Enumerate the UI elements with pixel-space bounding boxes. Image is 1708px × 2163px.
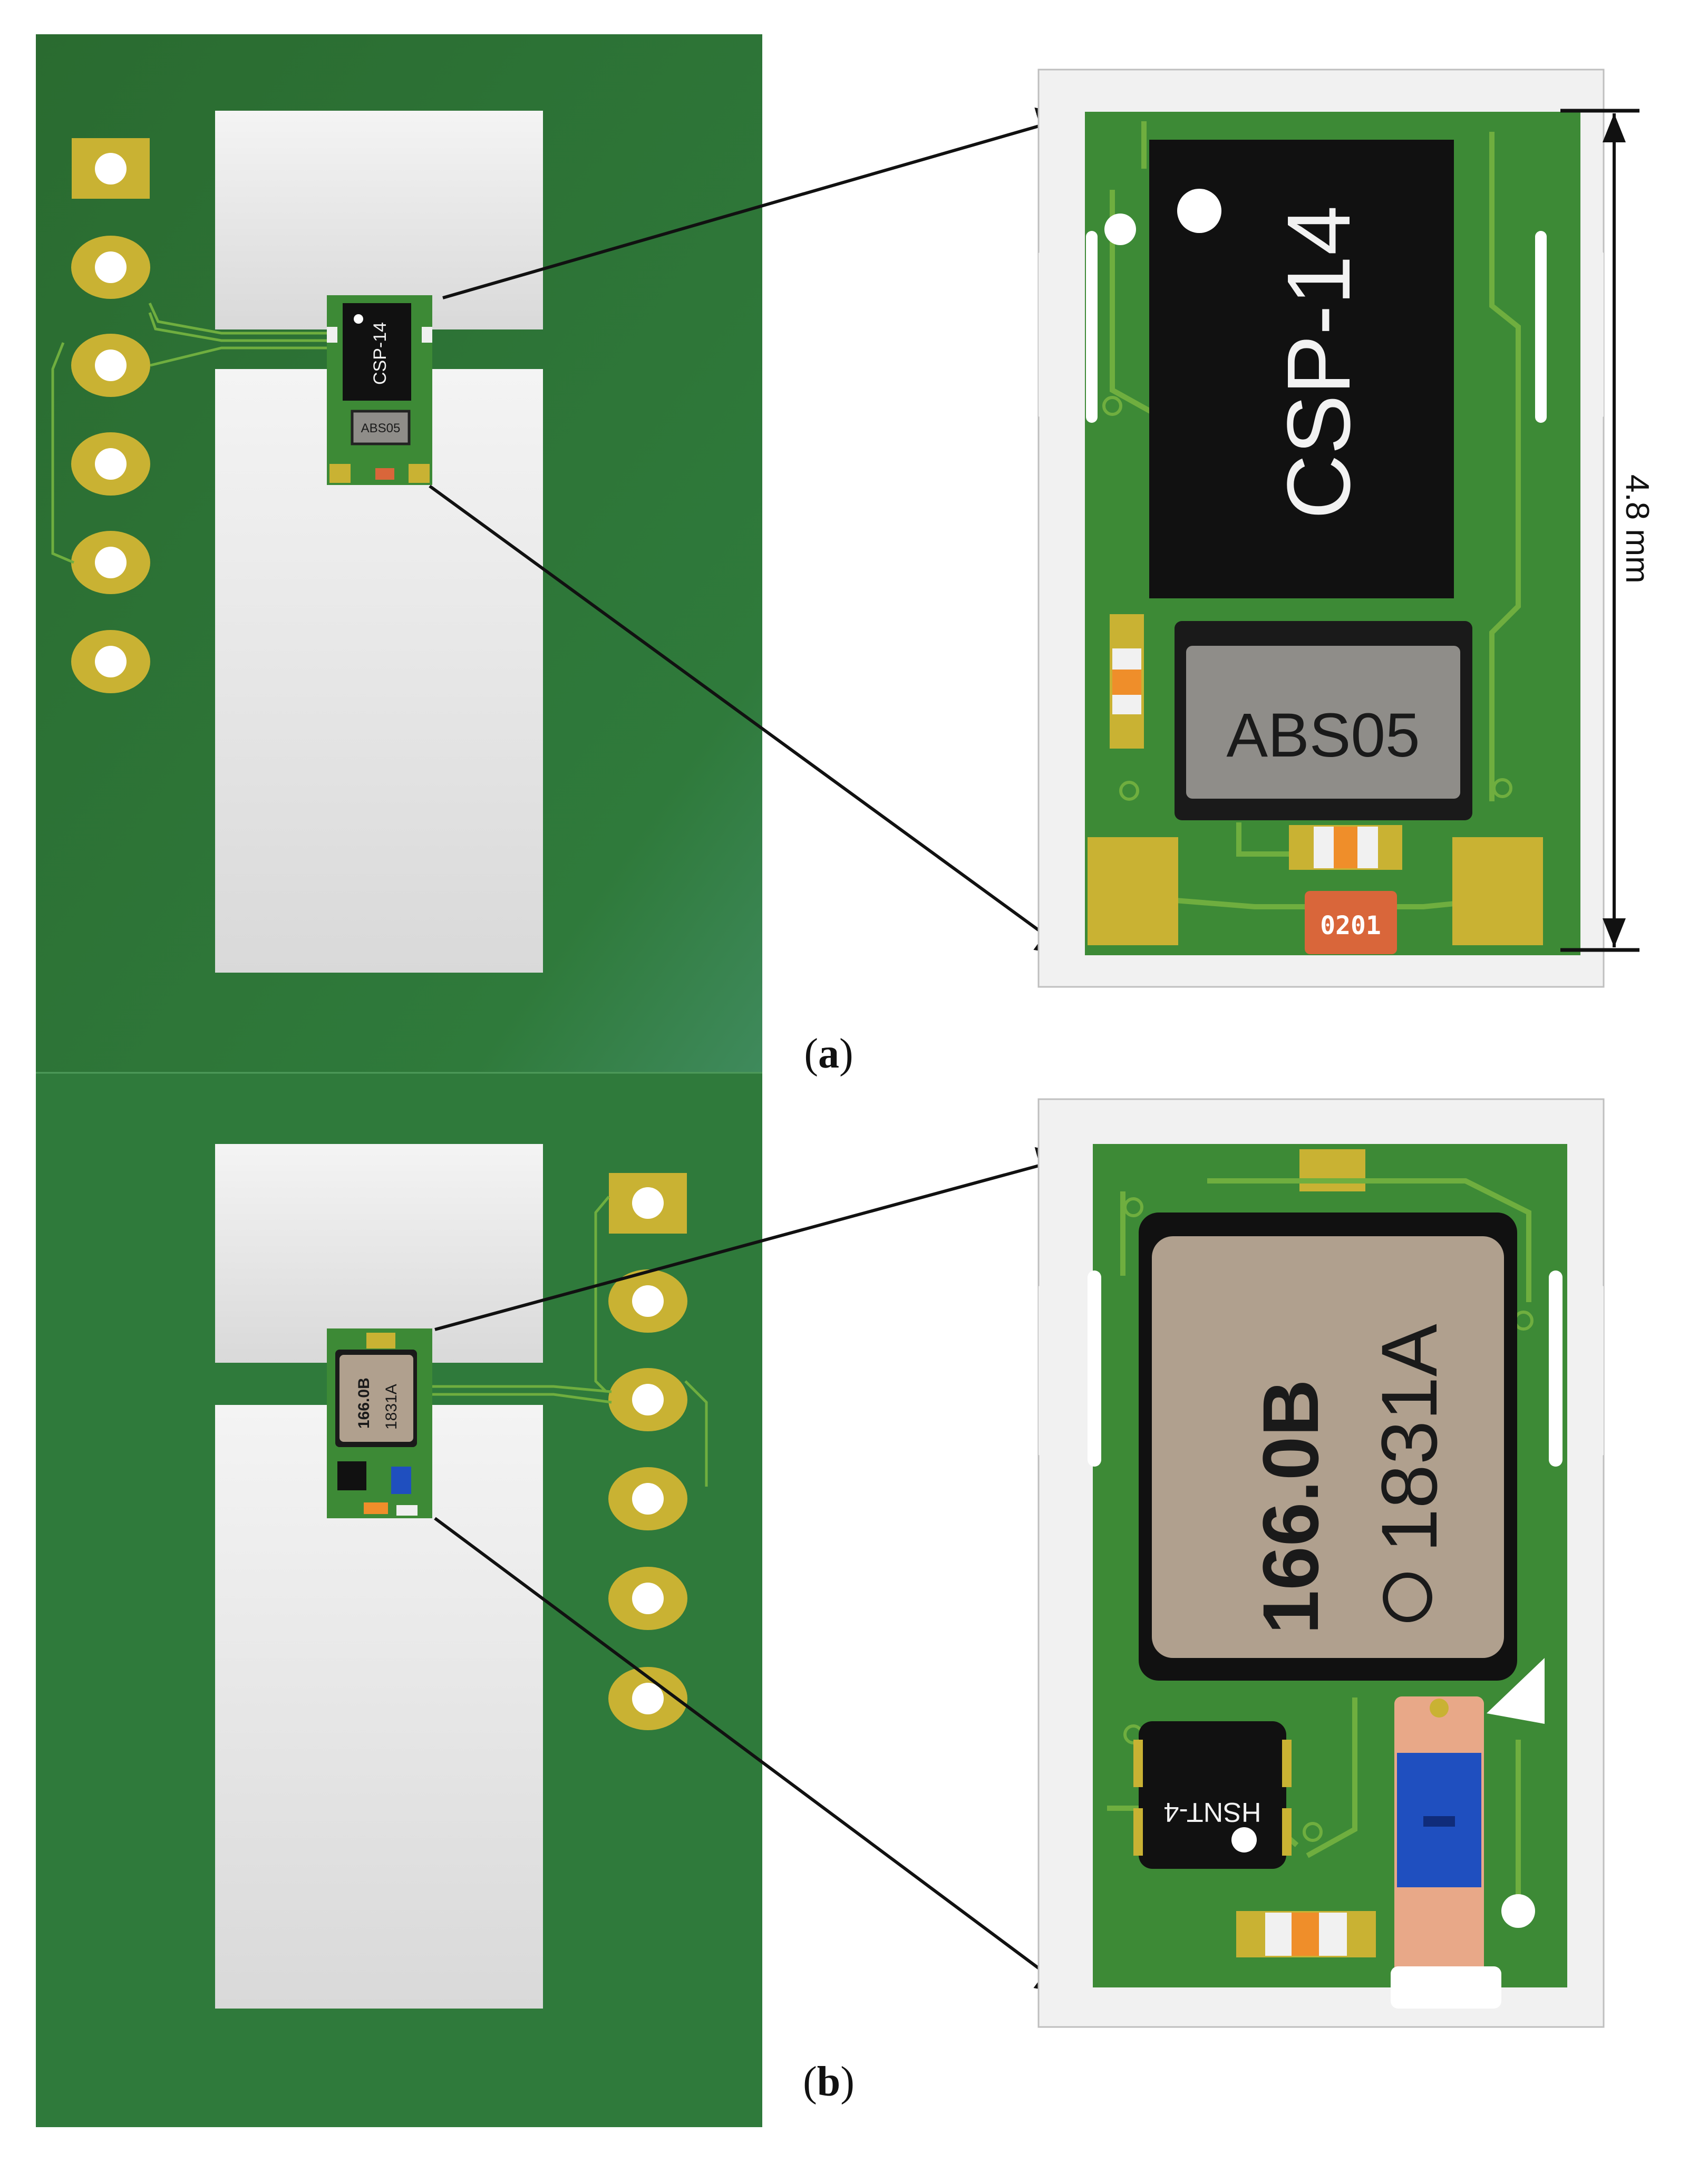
crystal-abs05 xyxy=(1186,646,1460,799)
small-resistor xyxy=(364,1502,388,1514)
pin1-dot xyxy=(354,314,363,324)
pad-left xyxy=(1088,837,1178,945)
pad-right xyxy=(1452,837,1543,945)
resistor-0201 xyxy=(1305,891,1397,954)
capacitor2-band xyxy=(1334,827,1357,868)
panel-label-b: (b) xyxy=(803,2059,855,2105)
via xyxy=(1492,778,1512,798)
inductor-hsnt4-label: HSNT-4 xyxy=(1164,1797,1261,1827)
panel-b: 166.0B 1831A xyxy=(36,1072,1605,2127)
pin-hole xyxy=(632,1384,664,1415)
blue-pad-dot xyxy=(1430,1699,1449,1718)
via xyxy=(1303,1822,1323,1842)
notch-right xyxy=(1580,227,1604,432)
inductor-hsnt4 xyxy=(1139,1721,1286,1869)
small-module-a: CSP-14 ABS05 xyxy=(327,295,432,485)
pin-header-b xyxy=(608,1173,687,1730)
pin-hole xyxy=(632,1683,664,1714)
orientation-marker xyxy=(1487,1658,1545,1724)
slot-edge-left xyxy=(1086,231,1098,423)
crystal-abs05-label: ABS05 xyxy=(1226,701,1420,770)
zoom-module-a: CSP-14 ABS05 0201 xyxy=(1037,69,1605,988)
slot-edge-right xyxy=(1549,1270,1563,1467)
pin-hole xyxy=(632,1285,664,1317)
pin-header-a xyxy=(71,138,150,693)
pin-hole xyxy=(95,646,127,677)
notch-left xyxy=(1039,227,1085,432)
zoom-module-b: 166.0B 1831A HSNT-4 xyxy=(1037,1098,1605,2028)
oscillator-circle-mark xyxy=(1383,1573,1432,1622)
pin-hole xyxy=(95,153,127,185)
resistor-0201-label: 0201 xyxy=(1320,911,1381,940)
dimension-a: 4.8 mm xyxy=(1560,109,1655,952)
dim-arrow-down xyxy=(1603,918,1626,947)
small-chip-label: CSP-14 xyxy=(370,322,390,385)
small-module-b: 166.0B 1831A xyxy=(327,1328,432,1518)
pin-hole xyxy=(95,448,127,480)
module-notch xyxy=(327,327,337,343)
oscillator-body xyxy=(1152,1236,1504,1658)
zoom-arrow-top-b xyxy=(434,1147,1076,1331)
small-osc-line1: 166.0B xyxy=(355,1378,373,1429)
via xyxy=(1119,781,1139,801)
small-osc-line2: 1831A xyxy=(383,1384,400,1430)
top-pad xyxy=(1299,1149,1365,1191)
traces-b xyxy=(432,1196,708,1487)
small-capacitor-blue xyxy=(391,1467,411,1494)
small-resistor xyxy=(375,468,394,480)
panel-label-a: (a) xyxy=(804,1031,853,1077)
capacitor-blue-mark xyxy=(1423,1816,1455,1827)
slot-edge-right xyxy=(1535,231,1547,423)
inductor-pin xyxy=(1133,1808,1143,1856)
slot-top-b xyxy=(215,1144,543,1363)
traces-a xyxy=(51,302,327,564)
pin-hole xyxy=(632,1583,664,1614)
pin-hole xyxy=(95,251,127,283)
pin-hole xyxy=(632,1483,664,1515)
capacitor-band xyxy=(1112,670,1141,695)
chip-csp14-label: CSP-14 xyxy=(1269,206,1369,519)
small-crystal-label: ABS05 xyxy=(361,421,401,435)
pin-hole xyxy=(95,547,127,578)
zoom-arrow-bottom-a xyxy=(429,484,1075,957)
zoom-arrow-bottom-b xyxy=(434,1517,1075,1996)
small-pad xyxy=(409,464,430,483)
small-inductor xyxy=(337,1461,366,1490)
notch-right xyxy=(1567,1263,1604,1471)
via xyxy=(1102,396,1122,416)
zoom-arrow-top-a xyxy=(442,108,1076,299)
board-a: CSP-14 ABS05 xyxy=(36,34,762,1073)
board-b: 166.0B 1831A xyxy=(36,1072,762,2127)
pin-hole xyxy=(95,350,127,381)
oscillator-line1: 166.0B xyxy=(1246,1379,1335,1634)
pin-hole xyxy=(632,1187,664,1219)
notch-left xyxy=(1039,1263,1093,1471)
small-oscillator xyxy=(339,1355,413,1442)
chip-pin1-dot xyxy=(1177,189,1221,233)
via xyxy=(1123,1197,1143,1217)
inductor-pin1-dot xyxy=(1231,1827,1257,1852)
oscillator-line2: 1831A xyxy=(1365,1324,1453,1553)
small-pad xyxy=(329,464,351,483)
panel-a: CSP-14 ABS05 xyxy=(36,34,1655,1077)
via-hole xyxy=(1104,214,1136,245)
slot-edge-left xyxy=(1088,1270,1101,1467)
bottom-slot xyxy=(1391,1966,1501,2009)
module-notch xyxy=(422,327,432,343)
capacitor3-band xyxy=(1292,1913,1319,1956)
inductor-pin xyxy=(1282,1740,1292,1787)
inductor-pin xyxy=(1133,1740,1143,1787)
small-crystal xyxy=(351,410,411,445)
module-notch xyxy=(396,1505,418,1516)
small-pad xyxy=(366,1333,395,1349)
dim-arrow-up xyxy=(1603,113,1626,142)
via-hole xyxy=(1501,1894,1535,1928)
dimension-label: 4.8 mm xyxy=(1619,474,1655,584)
slot-top-a xyxy=(215,111,543,329)
inductor-pin xyxy=(1282,1808,1292,1856)
